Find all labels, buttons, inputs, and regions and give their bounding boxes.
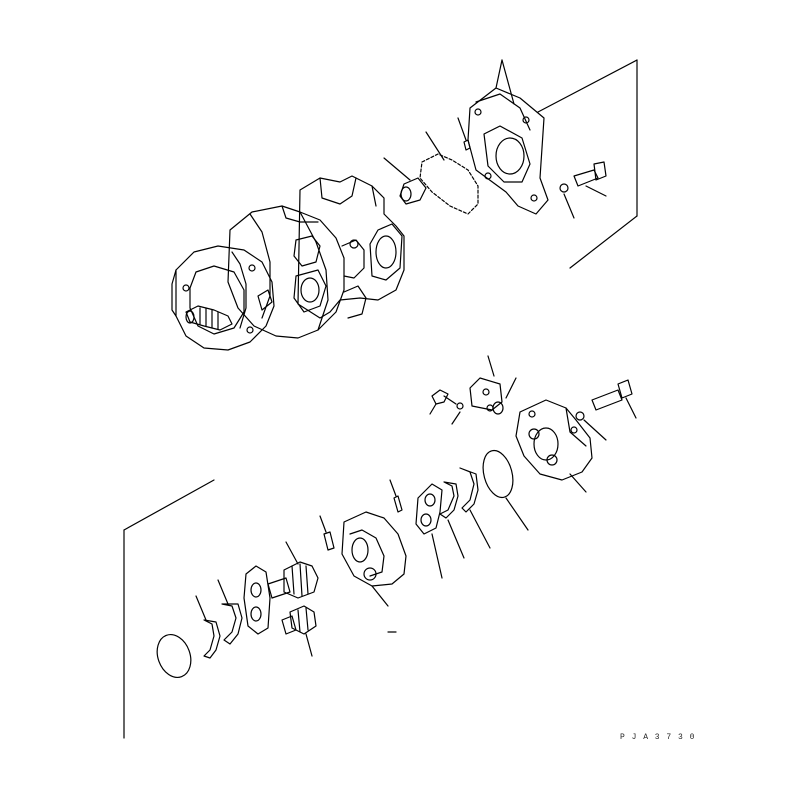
thrust-plate <box>244 566 270 634</box>
upper-group-frame <box>538 60 637 268</box>
washer <box>576 412 606 440</box>
bolt <box>430 390 456 414</box>
backup-ring <box>460 468 490 548</box>
end-cover <box>516 400 592 492</box>
pump-assembly <box>172 176 404 350</box>
drawing-code: P J A 3 7 3 0 <box>620 733 696 742</box>
flange-gasket <box>420 132 478 214</box>
washer <box>560 184 574 218</box>
coupling-sleeve <box>384 158 426 204</box>
driven-gear <box>282 606 316 656</box>
gear-case <box>342 512 406 632</box>
mounting-flange <box>468 60 548 214</box>
cover-plate <box>470 356 502 411</box>
drive-gear <box>268 542 318 598</box>
dowel-pin <box>458 118 470 150</box>
snap-ring <box>218 580 242 644</box>
pin <box>320 516 334 550</box>
pin <box>390 480 402 512</box>
backup-ring <box>196 596 220 658</box>
bolt <box>574 162 606 196</box>
seal-ring <box>151 630 196 682</box>
seal-ring <box>478 447 528 530</box>
o-ring <box>493 378 516 414</box>
bolt <box>592 380 636 418</box>
snap-ring <box>440 482 464 558</box>
lower-group-frame <box>124 480 214 738</box>
side-plate <box>416 484 442 578</box>
washer <box>452 403 463 424</box>
